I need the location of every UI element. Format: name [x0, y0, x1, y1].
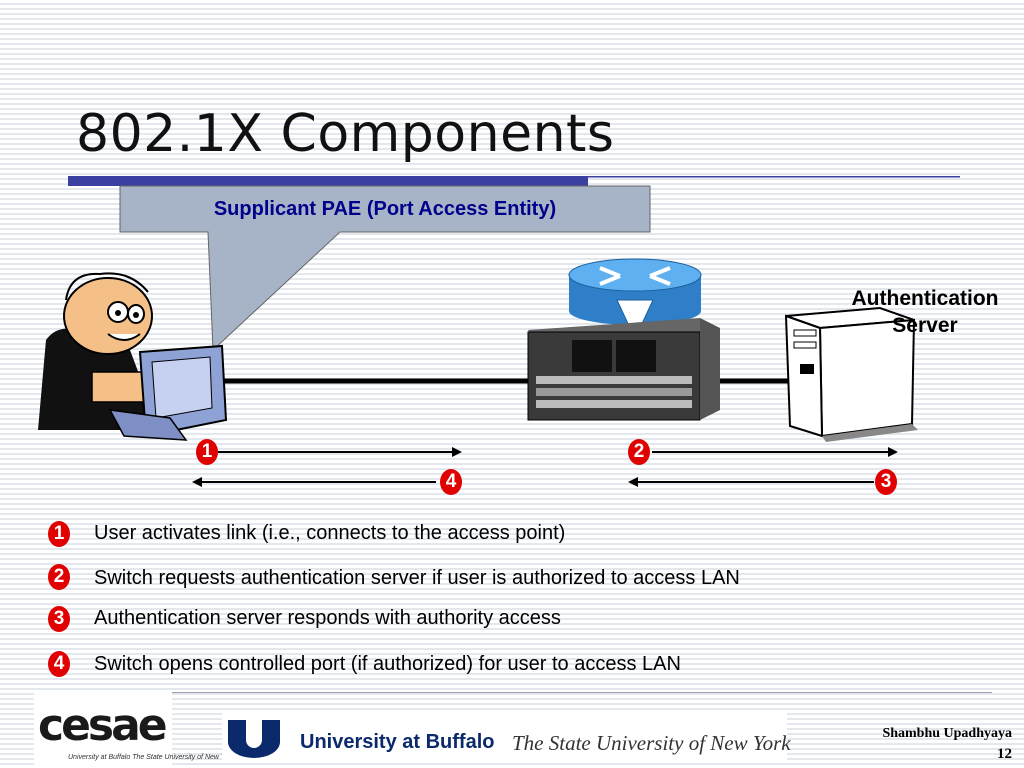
- step-text-1: User activates link (i.e., connects to t…: [94, 522, 566, 544]
- server-tower-icon: [784, 306, 918, 442]
- title-rule: [68, 176, 960, 186]
- step-badge-1: 1: [48, 521, 70, 547]
- router-icon: [568, 258, 702, 329]
- step-badge-2: 2: [48, 564, 70, 590]
- diagram-badge-4: 4: [440, 469, 462, 495]
- diagram-badge-3: 3: [875, 469, 897, 495]
- cesae-logo: [34, 690, 172, 766]
- university-subtitle: The State University of New York: [512, 731, 791, 755]
- callout-box: [119, 185, 651, 352]
- cesae-logo-wordmark: cesae: [38, 700, 168, 751]
- step-text-2: Switch requests authentication server if…: [94, 567, 740, 589]
- network-diagram: [38, 185, 918, 487]
- author-name: Shambhu Upadhyaya: [882, 726, 1012, 741]
- step-text-3: Authentication server responds with auth…: [94, 607, 561, 629]
- server-label: Authentication Server: [830, 287, 1020, 338]
- step-text-4: Switch opens controlled port (if authori…: [94, 653, 681, 675]
- ub-monogram-icon: [228, 720, 280, 758]
- arrow-step-4: [192, 477, 436, 487]
- server-label-line2: Server: [892, 314, 958, 337]
- diagram-badge-2: 2: [628, 439, 650, 465]
- arrow-step-3: [628, 477, 874, 487]
- arrow-step-2: [652, 447, 898, 457]
- step-badge-3: 3: [48, 606, 70, 632]
- ub-logo: [222, 712, 787, 760]
- slide-title: 802.1X Components: [76, 104, 615, 164]
- server-label-line1: Authentication: [851, 287, 999, 310]
- arrow-step-1: [218, 447, 462, 457]
- cesae-logo-subtitle: University at Buffalo The State Universi…: [68, 754, 235, 761]
- step-badge-4: 4: [48, 651, 70, 677]
- diagram-badge-1: 1: [196, 439, 218, 465]
- switch-chassis-icon: [527, 318, 720, 421]
- footer-rule: [52, 692, 992, 693]
- slide-number: 12: [997, 746, 1012, 762]
- callout-label: Supplicant PAE (Port Access Entity): [213, 198, 557, 220]
- user-at-computer-icon: [38, 272, 228, 441]
- university-name: University at Buffalo: [300, 731, 495, 753]
